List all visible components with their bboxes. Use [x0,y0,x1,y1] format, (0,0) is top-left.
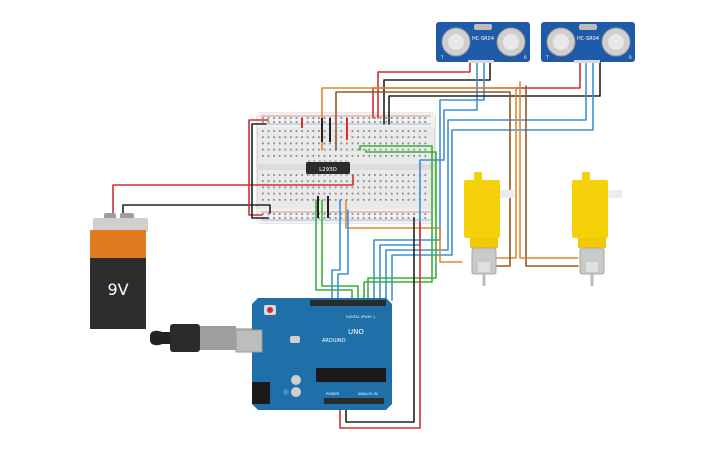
sensor1-pin-r-label: R [524,55,527,60]
wire-sensor2-trig[interactable] [385,61,587,301]
wire-driver-in1[interactable] [315,199,353,301]
wire-motor2-b[interactable] [525,85,579,267]
power-jack [252,382,270,404]
wires [112,61,601,429]
arduino-brand-label: ARDUINO [322,338,346,344]
arduino-uno-board[interactable]: UNO ARDUINO DIGITAL (PWM~) POWER ANALOG … [235,298,392,410]
sensor2-pin-t-label: T [545,55,549,60]
wire-sensor1-echo[interactable] [373,61,485,301]
microcontroller-chip [316,368,386,382]
wire-driver-in2[interactable] [321,199,359,301]
wire-motor1-a[interactable] [321,87,517,259]
chip-label: L293D [319,167,337,173]
wire-sensor1-gnd[interactable] [383,61,491,125]
wire-driver-in3[interactable] [359,145,433,301]
battery-9v[interactable]: 9V [90,213,148,329]
motor-driver-chip[interactable]: L293D [306,160,350,176]
ultrasonic-sensor-1[interactable]: HC-SR04 T R [436,22,530,63]
wire-arduino-gnd[interactable] [345,217,415,423]
battery-voltage-label: 9V [107,280,128,299]
wire-motor2-c[interactable] [519,81,579,259]
sensor2-pin-r-label: R [629,55,632,60]
wire-motor2-a[interactable] [345,199,463,263]
breadboard-jumpers [301,118,348,218]
power-header-label: POWER [326,392,340,396]
sensor1-model-label: HC-SR04 [472,36,494,42]
wire-rail-link-red[interactable] [248,119,269,216]
wire-driver-blue-b[interactable] [337,209,349,301]
arduino-model-label: UNO [348,328,364,336]
ultrasonic-sensor-2[interactable]: HC-SR04 T R [541,22,635,63]
wire-driver-blue-a[interactable] [331,199,341,301]
wire-sensor2-gnd[interactable] [388,61,601,125]
digital-header[interactable] [310,300,386,306]
wire-battery-positive[interactable] [112,174,354,216]
power-analog-header[interactable] [324,398,384,404]
usb-port [235,329,263,353]
digital-header-label: DIGITAL (PWM~) [346,315,376,319]
sensor1-pin-t-label: T [440,55,444,60]
wire-sensor2-echo[interactable] [391,61,594,301]
sensor2-model-label: HC-SR04 [577,36,599,42]
wire-sensor1-vcc[interactable] [377,61,471,119]
analog-header-label: ANALOG IN [358,392,378,396]
dc-motor-1[interactable] [464,172,514,286]
dc-motor-2[interactable] [572,172,622,286]
wire-rail-link-black[interactable] [251,123,269,219]
wire-arduino-5v[interactable] [339,221,421,429]
wire-driver-in4[interactable] [365,149,437,301]
wire-battery-negative[interactable] [122,204,271,216]
wire-motor1-b[interactable] [335,91,511,267]
